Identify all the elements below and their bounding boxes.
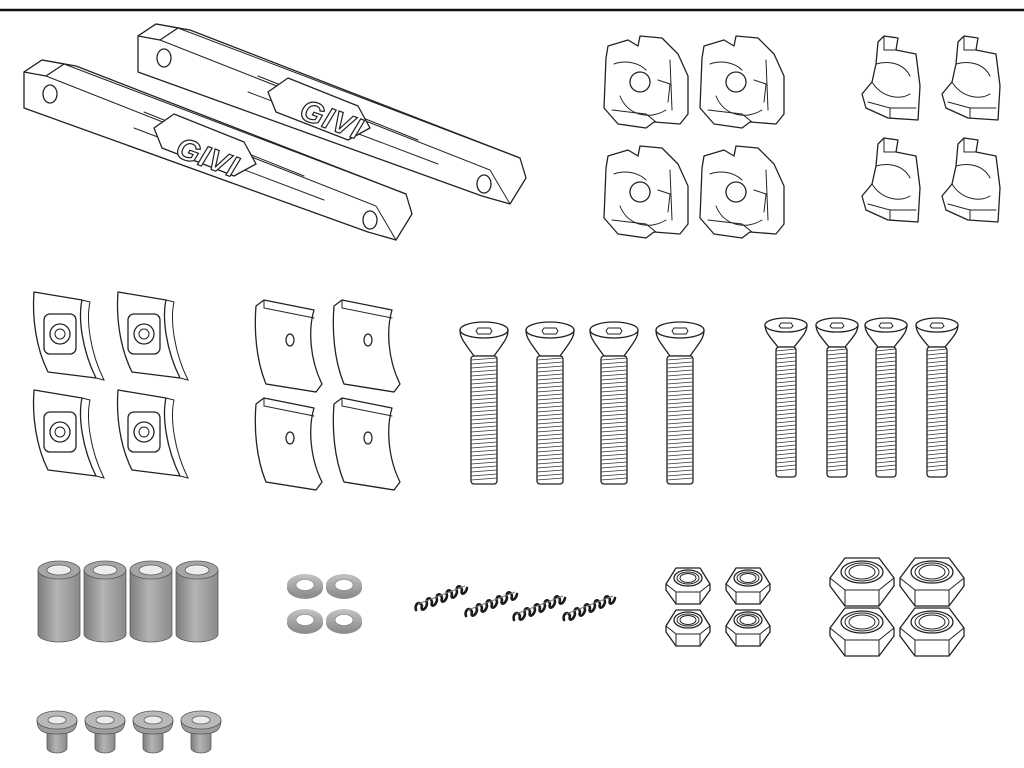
spring (464, 590, 519, 618)
curved-plates (254, 299, 401, 491)
slotted-plates (32, 291, 189, 479)
small-clamp (941, 35, 1001, 121)
bushing (180, 710, 222, 754)
small-clamps (861, 35, 1001, 223)
washer (325, 573, 363, 600)
large-nut (829, 557, 895, 607)
washer (286, 608, 324, 635)
thin-bolt (915, 317, 959, 478)
curved-plate (254, 397, 323, 491)
large-nut (899, 607, 965, 657)
springs (414, 584, 617, 622)
spacer (129, 560, 173, 643)
mounting-rails: GIVI GIVI (23, 23, 527, 241)
small-nut (665, 609, 711, 647)
spring (512, 594, 567, 622)
small-clamp (861, 137, 921, 223)
bushing (132, 710, 174, 754)
washers (286, 573, 363, 635)
spring (562, 594, 617, 622)
spacer (175, 560, 219, 643)
slotted-plate (116, 389, 189, 479)
thin-bolt (764, 317, 808, 478)
mounting-rail: GIVI (137, 23, 527, 205)
curved-plate (332, 299, 401, 393)
slotted-plate (32, 291, 105, 381)
large-clamps (603, 35, 785, 239)
large-clamp (603, 35, 689, 129)
spring (414, 584, 469, 612)
small-nuts (665, 567, 771, 647)
slotted-plate (32, 389, 105, 479)
spacer (37, 560, 81, 643)
large-clamp (699, 145, 785, 239)
small-clamp (941, 137, 1001, 223)
bushing (36, 710, 78, 754)
long-bolt (589, 321, 639, 485)
spacer (83, 560, 127, 643)
long-bolt (525, 321, 575, 485)
thin-bolts (764, 317, 959, 478)
washer (286, 573, 324, 600)
spacers (37, 560, 219, 643)
long-bolt (655, 321, 705, 485)
bushing (84, 710, 126, 754)
curved-plate (254, 299, 323, 393)
long-bolt (459, 321, 509, 485)
slotted-plate (116, 291, 189, 381)
large-nuts (829, 557, 965, 657)
small-clamp (861, 35, 921, 121)
large-nut (829, 607, 895, 657)
curved-plate (332, 397, 401, 491)
small-nut (725, 609, 771, 647)
thin-bolt (815, 317, 859, 478)
small-nut (665, 567, 711, 605)
large-clamp (603, 145, 689, 239)
washer (325, 608, 363, 635)
thin-bolt (864, 317, 908, 478)
bushings (36, 710, 222, 754)
large-clamp (699, 35, 785, 129)
large-nut (899, 557, 965, 607)
small-nut (725, 567, 771, 605)
long-bolts (459, 321, 705, 485)
